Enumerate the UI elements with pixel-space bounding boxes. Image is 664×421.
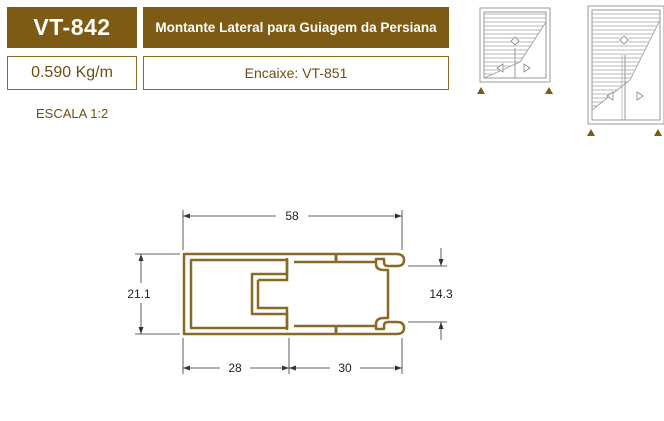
profile-section [182,252,406,336]
product-title: Montante Lateral para Guiagem da Persian… [143,7,449,48]
window-thumbnail-single [477,7,553,94]
marker-triangle-icon [654,129,662,136]
product-code: VT-842 [7,7,137,48]
dim-width-left: 28 [228,361,242,375]
marker-triangle-icon [477,87,485,94]
dim-width-right: 30 [338,361,352,375]
dimension-lines [135,210,447,374]
scale-label: ESCALA 1:2 [36,106,109,121]
dimension-arrows [138,213,444,371]
dim-width-total: 58 [285,209,299,223]
window-thumbnail-sliding [587,5,664,136]
dim-height-total: 21.1 [127,287,151,301]
dim-height-inner: 14.3 [429,287,453,301]
marker-triangle-icon [587,129,595,136]
marker-triangle-icon [545,87,553,94]
fitting-label: Encaixe: VT-851 [143,56,449,90]
weight-label: 0.590 Kg/m [7,56,137,90]
